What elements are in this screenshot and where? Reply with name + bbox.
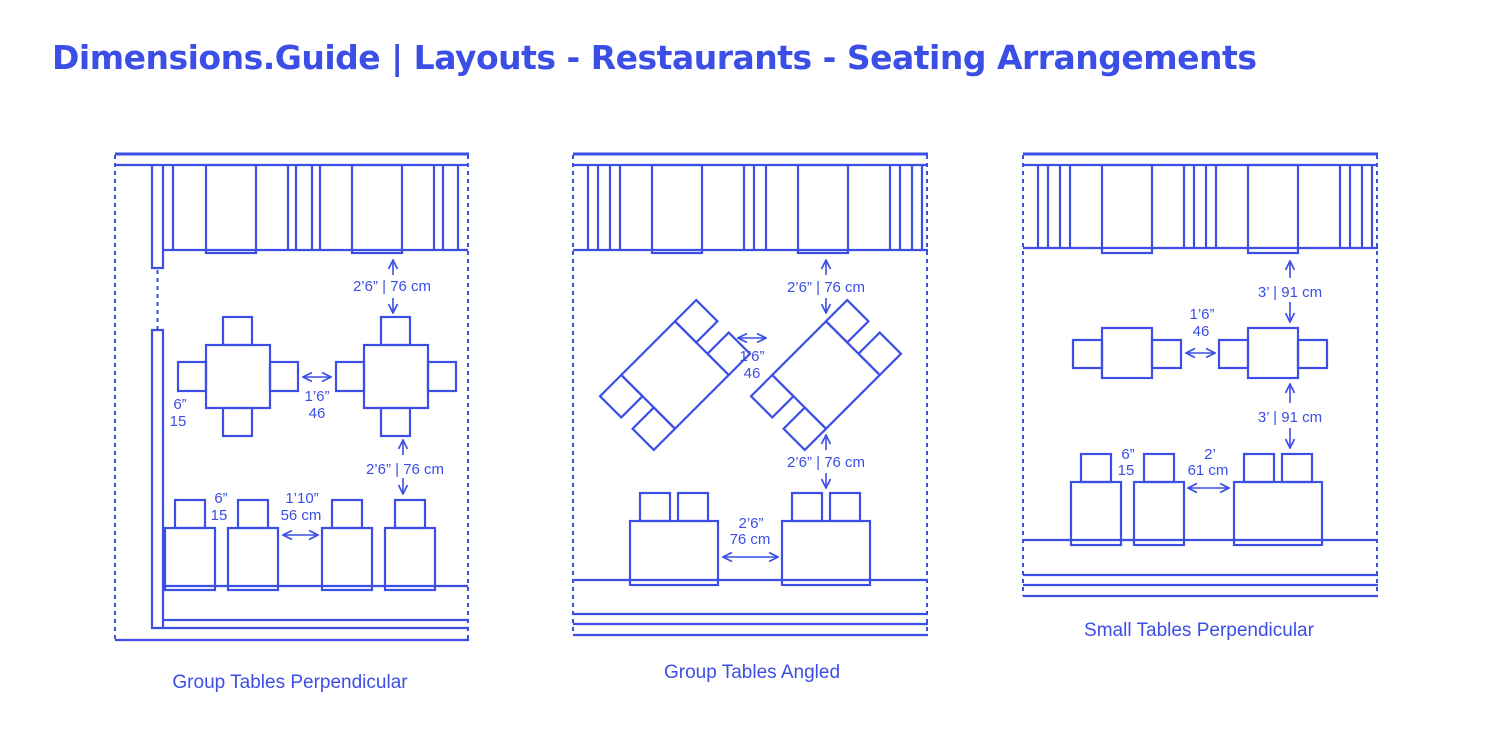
- angled-table-with-four-chairs: [598, 298, 752, 452]
- dim-label-aisle-cm: 56 cm: [281, 507, 322, 524]
- panel-small-tables-perpendicular: [1022, 152, 1378, 598]
- dim-label-aisle-cm: 76 cm: [730, 531, 771, 548]
- top-banquette-seats: [163, 163, 468, 255]
- top-banquette-seats: [573, 163, 928, 255]
- small-table-with-two-chairs: [1071, 326, 1183, 380]
- dim-label-mid: 2’6” | 76 cm: [787, 454, 865, 471]
- dim-label-gap-cm: 46: [309, 405, 326, 422]
- dim-label-aisle-cm: 61 cm: [1188, 462, 1229, 479]
- panel-group-tables-angled: [572, 152, 928, 637]
- dim-label-gap-ft: 1’6”: [304, 388, 329, 405]
- dimension-arrows: [1186, 261, 1290, 488]
- dim-label-gap-cm: 46: [1193, 323, 1210, 340]
- top-banquette-seats: [1023, 163, 1378, 255]
- angled-table-with-four-chairs: [749, 298, 903, 452]
- dim-label-gap-ft: 1’6”: [739, 348, 764, 365]
- dim-label-aisle-ft: 1’10”: [285, 490, 318, 507]
- panel-group-tables-perpendicular: [114, 152, 469, 642]
- table-with-four-chairs: [334, 315, 458, 438]
- bottom-tables: [628, 491, 872, 587]
- dim-label-chair-cm: 15: [1118, 462, 1135, 479]
- dim-label-chair-in: 6”: [1121, 446, 1134, 463]
- dim-label-mid: 2’6” | 76 cm: [366, 461, 444, 478]
- dim-label-chair-in: 6”: [214, 490, 227, 507]
- dim-label-wall-cm: 15: [170, 413, 187, 430]
- page-title: Dimensions.Guide | Layouts - Restaurants…: [52, 38, 1257, 77]
- small-table-with-two-chairs: [1217, 326, 1329, 380]
- dim-label-top: 2’6” | 76 cm: [353, 278, 431, 295]
- dim-label-aisle-ft: 2’: [1204, 446, 1216, 463]
- dim-label-top: 2’6” | 76 cm: [787, 279, 865, 296]
- dimension-arrows: [723, 260, 826, 557]
- dimension-arrows: [283, 260, 403, 535]
- bottom-tables: [1069, 452, 1324, 547]
- caption-group-tables-angled: Group Tables Angled: [663, 662, 841, 683]
- dim-label-top: 3’ | 91 cm: [1258, 284, 1322, 301]
- dim-label-gap-cm: 46: [744, 365, 761, 382]
- table-with-four-chairs: [176, 315, 300, 438]
- caption-small-tables-perpendicular: Small Tables Perpendicular: [1084, 620, 1314, 641]
- dim-label-aisle-ft: 2’6”: [738, 515, 763, 532]
- bottom-tables: [163, 498, 437, 592]
- dim-label-mid: 3’ | 91 cm: [1258, 409, 1322, 426]
- dim-label-chair-cm: 15: [211, 507, 228, 524]
- caption-group-tables-perpendicular: Group Tables Perpendicular: [172, 672, 408, 693]
- dim-label-gap-ft: 1’6”: [1189, 306, 1214, 323]
- dim-label-wall-in: 6”: [173, 396, 186, 413]
